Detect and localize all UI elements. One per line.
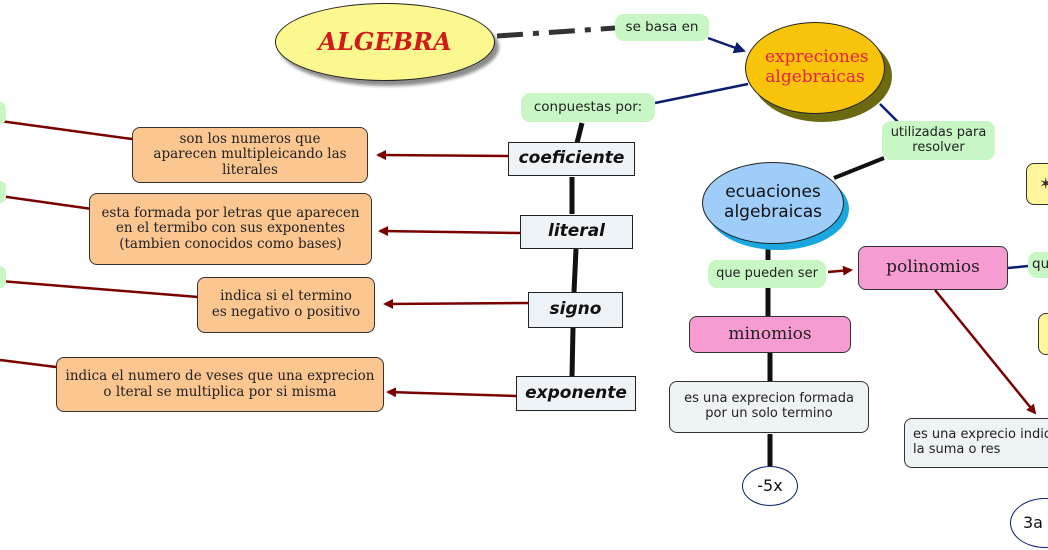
spine-3: [569, 327, 576, 377]
term-signo[interactable]: signo: [528, 292, 623, 328]
label-se-basa-en: se basa en: [615, 14, 709, 41]
title-ellipse[interactable]: ALGEBRA: [275, 3, 495, 81]
main-concept-text: expreciones algebraicas: [765, 47, 869, 87]
polinomios-description: es una exprecio indica la suma o res: [904, 418, 1048, 468]
main-concept-ellipse[interactable]: expreciones algebraicas: [745, 22, 885, 114]
ecuaciones-ellipse[interactable]: ecuaciones algebraicas: [702, 162, 844, 244]
arrow-signo: [383, 298, 529, 309]
yellow-box-glyph: ✶: [1039, 173, 1048, 193]
edge-line-1: [0, 119, 133, 141]
label-que-pueden-ser: que pueden ser: [708, 260, 826, 288]
edge-node-1: [0, 102, 6, 124]
yellow-box-mid: [1038, 313, 1048, 355]
link-title-to-label: [496, 25, 616, 39]
edge-line-4: [0, 358, 57, 369]
spine-2: [571, 248, 579, 293]
label-utilizadas-para: utilizadas para resolver: [882, 121, 995, 160]
ecuaciones-text: ecuaciones algebraicas: [724, 182, 822, 222]
desc-coeficiente: son los numeros que aparecen multipleica…: [132, 127, 368, 183]
arrow-exponente: [386, 387, 517, 398]
edge-line-2: [0, 194, 93, 211]
title-text: ALGEBRA: [318, 27, 452, 57]
link-polinomios-right: [1007, 264, 1029, 270]
label-right-partial: qu: [1028, 252, 1048, 278]
term-literal[interactable]: literal: [520, 215, 633, 249]
desc-signo: indica si el termino es negativo o posit…: [197, 277, 375, 333]
edge-node-3: [0, 266, 6, 288]
edge-node-2: [0, 181, 6, 203]
minomios-description: es una exprecion formada por un solo ter…: [669, 381, 869, 433]
label-conpuestas-por: conpuestas por:: [521, 93, 655, 122]
minomios-example[interactable]: -5x: [742, 466, 798, 506]
arrow-literal: [378, 226, 521, 237]
link-main-to-conpuestas: [654, 82, 749, 105]
link-label-to-main: [707, 36, 746, 54]
link-utilizadas-to-ecuaciones: [833, 156, 885, 180]
term-coeficiente[interactable]: coeficiente: [508, 142, 635, 176]
term-exponente[interactable]: exponente: [516, 376, 636, 411]
arrow-polinomios-desc: [934, 289, 1037, 415]
minomios-box[interactable]: minomios: [689, 316, 851, 353]
yellow-box-top: ✶: [1026, 163, 1048, 205]
arrow-to-polinomios: [827, 265, 853, 276]
arrow-coeficiente: [376, 150, 509, 161]
link-conpuestas-to-spine: [574, 122, 585, 144]
desc-literal: esta formada por letras que aparecen en …: [89, 193, 372, 265]
edge-line-3: [0, 279, 199, 299]
link-main-to-utilizadas: [879, 103, 901, 125]
polinomios-box[interactable]: polinomios: [858, 246, 1008, 290]
desc-exponente: indica el numero de veses que una exprec…: [56, 357, 384, 412]
